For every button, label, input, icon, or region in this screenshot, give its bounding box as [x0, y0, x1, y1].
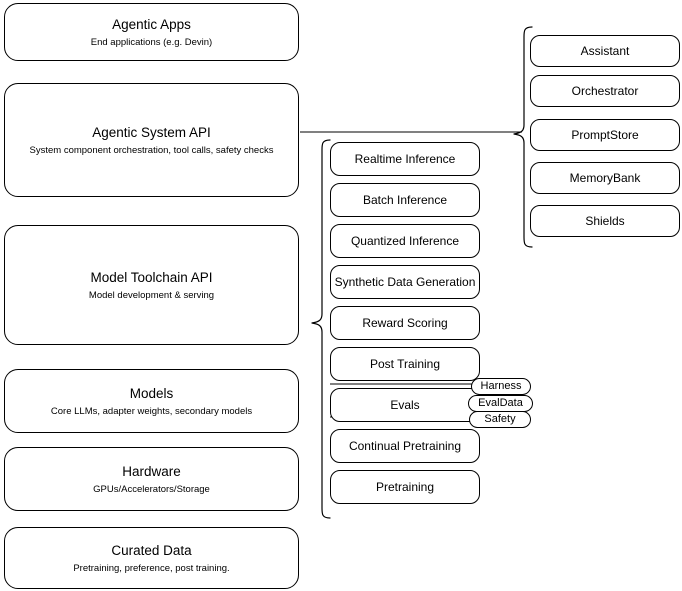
toolchain-item-label: Pretraining [375, 479, 435, 494]
layer-subtitle: System component orchestration, tool cal… [29, 144, 274, 156]
stack-layer-agentic-system-api[interactable]: Agentic System API System component orch… [4, 83, 299, 197]
toolchain-item-label: Batch Inference [362, 192, 448, 207]
layer-subtitle: Model development & serving [88, 289, 215, 301]
toolchain-item-continual-pretraining[interactable]: Continual Pretraining [330, 429, 480, 463]
toolchain-item-synthetic-data-generation[interactable]: Synthetic Data Generation [330, 265, 480, 299]
system-component-memorybank[interactable]: MemoryBank [530, 162, 680, 194]
toolchain-item-reward-scoring[interactable]: Reward Scoring [330, 306, 480, 340]
toolchain-item-label: Realtime Inference [354, 151, 456, 166]
toolchain-item-label: Synthetic Data Generation [334, 274, 476, 289]
connector-evals-to-harness [330, 381, 475, 387]
stack-layer-model-toolchain-api[interactable]: Model Toolchain API Model development & … [4, 225, 299, 345]
layer-title: Models [129, 385, 174, 401]
eval-subcomponent-label: Safety [484, 413, 516, 425]
system-component-shields[interactable]: Shields [530, 205, 680, 237]
layer-title: Hardware [122, 463, 181, 479]
layer-title: Agentic Apps [112, 16, 191, 32]
system-component-label: Orchestrator [571, 83, 639, 98]
eval-subcomponent-evaldata[interactable]: EvalData [468, 395, 533, 412]
toolchain-item-label: Continual Pretraining [348, 438, 462, 453]
layer-title: Model Toolchain API [90, 269, 213, 285]
system-component-assistant[interactable]: Assistant [530, 35, 680, 67]
connector-system-api-to-components [300, 126, 522, 138]
system-component-label: PromptStore [571, 127, 639, 142]
eval-subcomponent-harness[interactable]: Harness [471, 378, 531, 395]
toolchain-item-label: Reward Scoring [362, 315, 448, 330]
layer-subtitle: Core LLMs, adapter weights, secondary mo… [50, 405, 253, 417]
system-component-promptstore[interactable]: PromptStore [530, 119, 680, 151]
stack-layer-curated-data[interactable]: Curated Data Pretraining, preference, po… [4, 527, 299, 589]
eval-subcomponent-label: EvalData [478, 397, 523, 409]
eval-subcomponent-label: Harness [480, 380, 522, 392]
toolchain-item-evals[interactable]: Evals [330, 388, 480, 422]
layer-subtitle: Pretraining, preference, post training. [73, 562, 230, 574]
stack-layer-hardware[interactable]: Hardware GPUs/Accelerators/Storage [4, 447, 299, 511]
toolchain-item-batch-inference[interactable]: Batch Inference [330, 183, 480, 217]
toolchain-item-pretraining[interactable]: Pretraining [330, 470, 480, 504]
layer-subtitle: GPUs/Accelerators/Storage [93, 483, 210, 495]
stack-layer-agentic-apps[interactable]: Agentic Apps End applications (e.g. Devi… [4, 3, 299, 61]
toolchain-item-realtime-inference[interactable]: Realtime Inference [330, 142, 480, 176]
layer-subtitle: End applications (e.g. Devin) [90, 36, 213, 48]
toolchain-item-label: Quantized Inference [350, 233, 460, 248]
brace-model-toolchain [310, 138, 332, 520]
brace-agentic-system-components [512, 25, 534, 249]
toolchain-item-label: Evals [390, 397, 420, 412]
system-component-orchestrator[interactable]: Orchestrator [530, 75, 680, 107]
toolchain-item-label: Post Training [369, 356, 441, 371]
toolchain-item-post-training[interactable]: Post Training [330, 347, 480, 381]
layer-title: Curated Data [111, 542, 192, 558]
system-component-label: Shields [585, 213, 625, 228]
toolchain-item-quantized-inference[interactable]: Quantized Inference [330, 224, 480, 258]
stack-layer-models[interactable]: Models Core LLMs, adapter weights, secon… [4, 369, 299, 433]
system-component-label: MemoryBank [569, 170, 641, 185]
eval-subcomponent-safety[interactable]: Safety [469, 411, 531, 428]
system-component-label: Assistant [580, 43, 630, 58]
layer-title: Agentic System API [92, 124, 211, 140]
